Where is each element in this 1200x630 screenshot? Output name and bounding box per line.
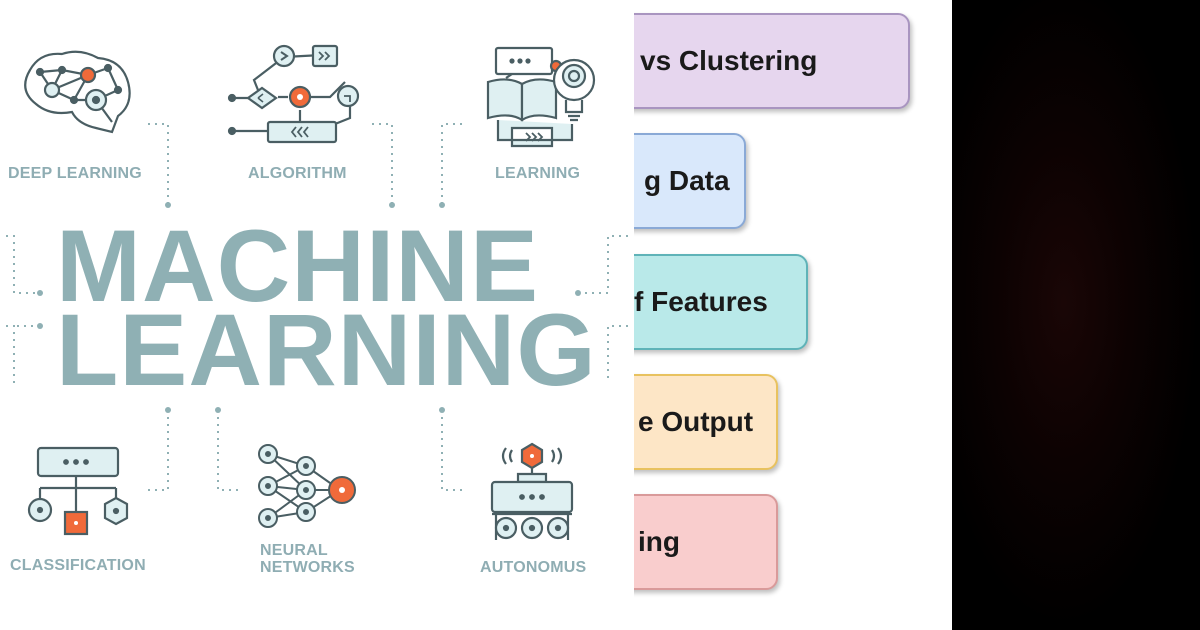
card-output-text: e Output [638,406,754,437]
card-ing-text: ing [638,526,680,557]
infographic-artwork [6,44,628,540]
card-clustering-text: vs Clustering [640,45,818,76]
card-clustering: vs Clustering [634,13,910,109]
label-neural: NEURAL [260,542,328,559]
dotted-connectors [6,123,628,491]
card-features: f Features [634,254,808,350]
flow-cards-panel: vs Clustering g Data f Features e Output… [634,0,952,630]
label-algorithm: ALGORITHM [248,165,347,182]
label-networks: NETWORKS [260,559,355,576]
label-neural-networks: NEURAL NETWORKS [260,542,355,576]
brain-network-icon [24,50,131,134]
label-autonomus: AUTONOMUS [480,559,587,576]
autonomous-robot-icon [490,442,574,540]
card-output: e Output [634,374,778,470]
card-data: g Data [634,133,746,229]
classification-hierarchy-icon [27,446,129,536]
ml-infographic: DEEP LEARNING ALGORITHM LEARNING MACHINE… [6,44,628,576]
label-deep-learning: DEEP LEARNING [8,165,142,182]
neural-network-icon [258,444,356,528]
book-lightbulb-icon [486,46,596,148]
dark-image-panel [952,0,1200,630]
card-data-text: g Data [644,165,730,196]
card-ing: ing [634,494,778,590]
connector-dots [37,202,581,413]
title-learning: LEARNING [56,293,597,407]
algorithm-flowchart-icon [227,44,360,144]
label-classification: CLASSIFICATION [10,557,146,574]
card-features-text: f Features [634,286,768,317]
label-learning: LEARNING [495,165,581,182]
title-machine: MACHINE [56,209,539,323]
